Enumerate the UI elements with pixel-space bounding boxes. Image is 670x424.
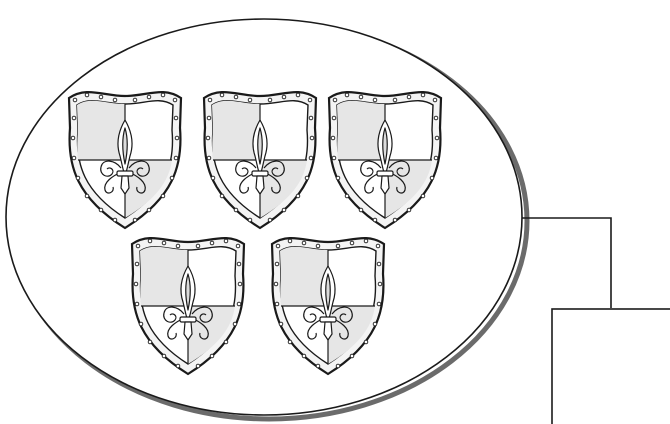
connector-line	[522, 218, 611, 308]
answer-box[interactable]	[552, 309, 670, 424]
